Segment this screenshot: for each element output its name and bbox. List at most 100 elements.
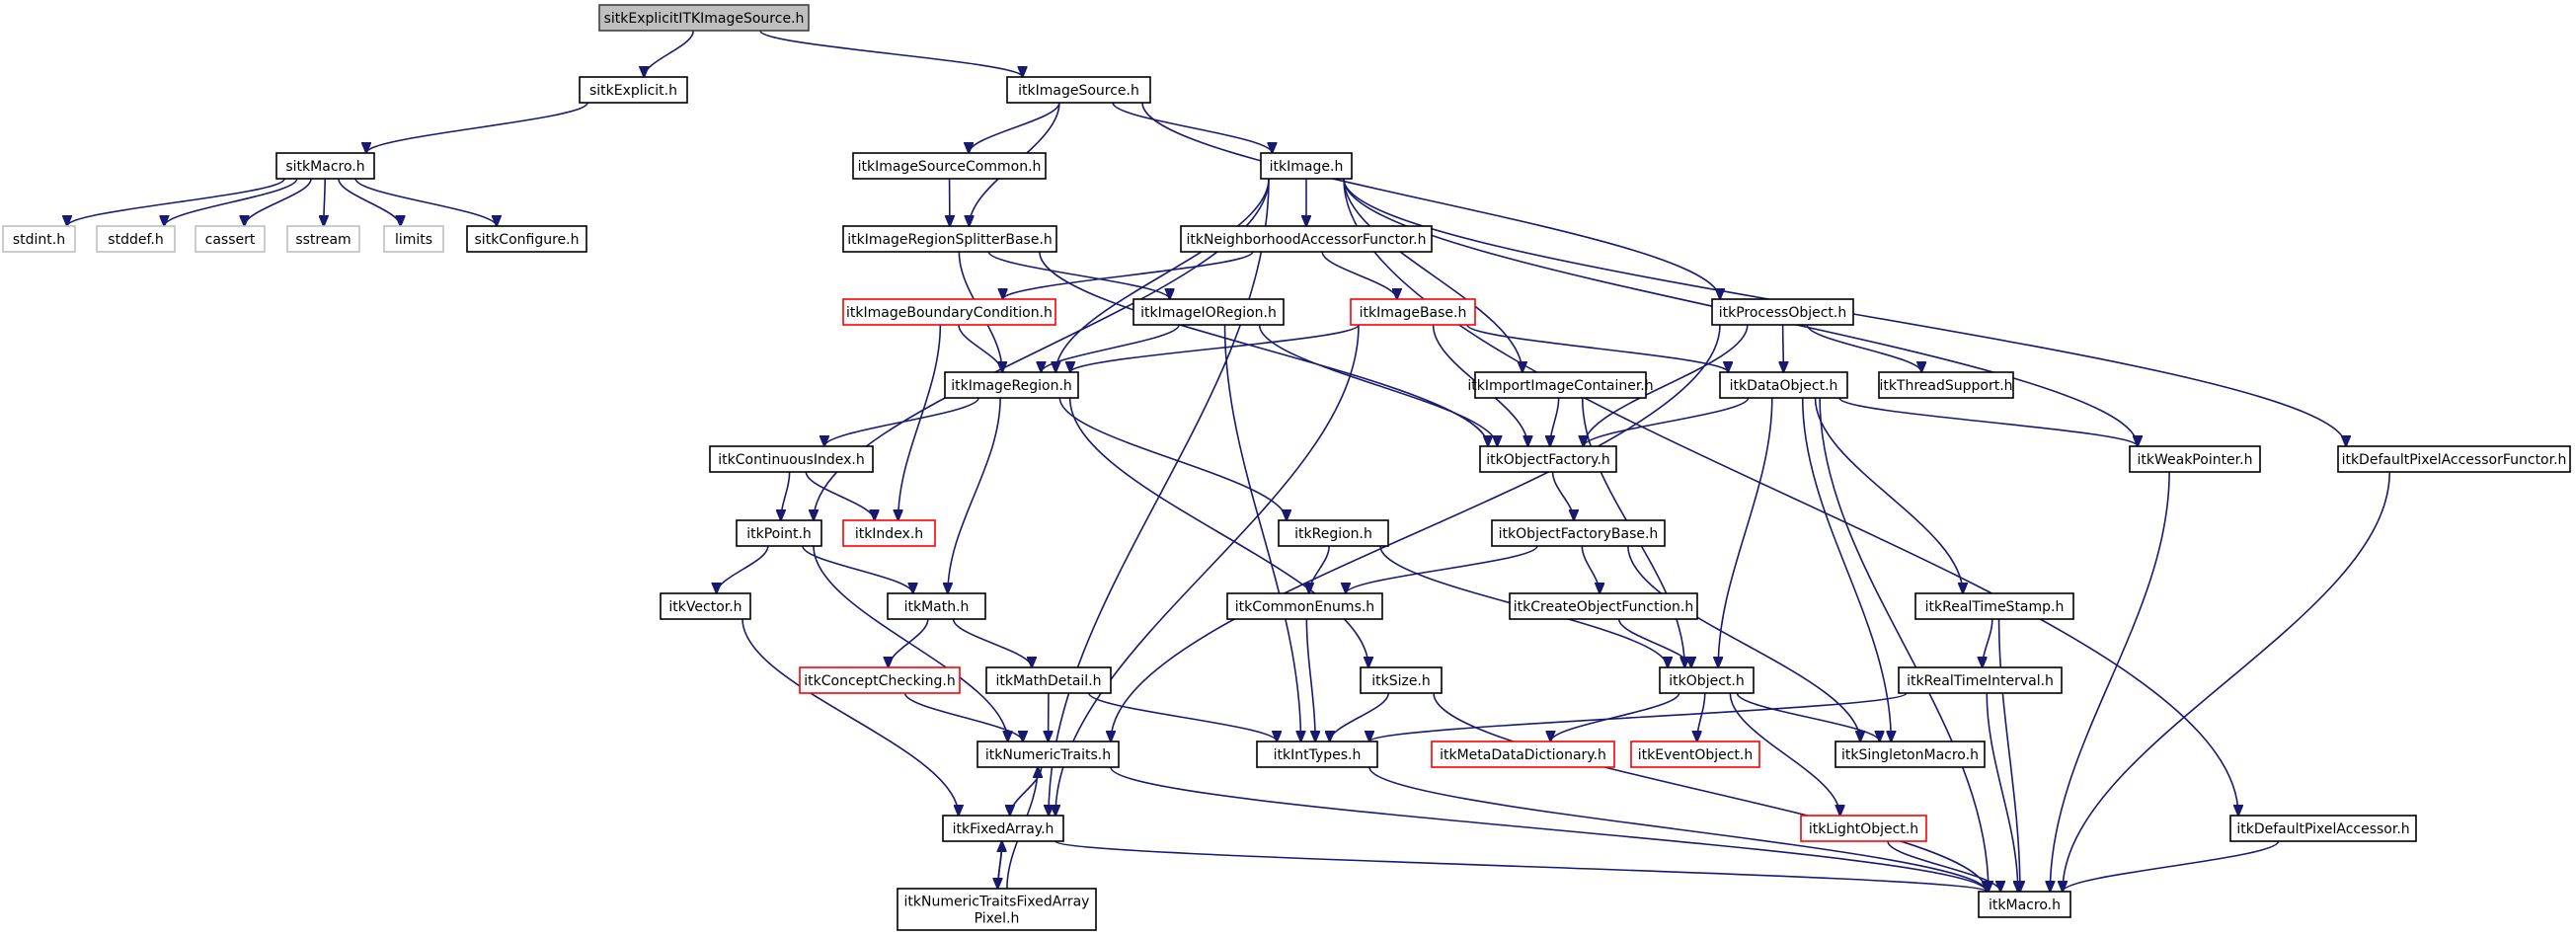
node-itk-numeric-traits[interactable]: itkNumericTraits.h bbox=[976, 741, 1120, 768]
edge-itk-real-time-interval-to-itk-int-types bbox=[1369, 692, 1908, 741]
edge-itk-image-to-itk-image-region bbox=[1055, 178, 1270, 372]
node-itk-image-region-splitter-base[interactable]: itkImageRegionSplitterBase.h bbox=[842, 225, 1057, 253]
node-itk-real-time-stamp[interactable]: itkRealTimeStamp.h bbox=[1914, 592, 2074, 620]
node-itk-vector[interactable]: itkVector.h bbox=[660, 592, 751, 620]
node-label: itkMetaDataDictionary.h bbox=[1440, 747, 1606, 763]
node-itk-event-object[interactable]: itkEventObject.h bbox=[1630, 741, 1760, 768]
edge-itk-fixed-array-to-itk-macro bbox=[1054, 840, 1987, 892]
node-itk-image-region[interactable]: itkImageRegion.h bbox=[944, 371, 1079, 399]
node-itk-object-factory[interactable]: itkObjectFactory.h bbox=[1479, 445, 1617, 473]
edge-itk-continuous-index-to-itk-index bbox=[805, 471, 874, 520]
edge-itk-object-factory-base-to-itk-singleton-macro bbox=[1627, 545, 1860, 741]
node-label: itkRegion.h bbox=[1294, 526, 1372, 542]
node-box bbox=[286, 225, 360, 253]
edge-itk-int-types-to-itk-macro bbox=[1368, 766, 1987, 892]
node-box bbox=[598, 4, 810, 32]
node-itk-light-object[interactable]: itkLightObject.h bbox=[1800, 815, 1927, 842]
node-label: sstream bbox=[295, 232, 351, 248]
node-itk-math-detail[interactable]: itkMathDetail.h bbox=[985, 666, 1112, 694]
node-label: itkCreateObjectFunction.h bbox=[1514, 599, 1693, 615]
node-itk-region[interactable]: itkRegion.h bbox=[1278, 519, 1389, 547]
node-itk-default-pixel-accessor[interactable]: itkDefaultPixelAccessor.h bbox=[2229, 815, 2417, 842]
edge-itk-process-object-to-itk-numeric-traits bbox=[1111, 324, 1721, 741]
node-itk-image[interactable]: itkImage.h bbox=[1260, 152, 1353, 180]
node-itk-math[interactable]: itkMath.h bbox=[887, 592, 986, 620]
node-sitk-macro[interactable]: sitkMacro.h bbox=[275, 152, 375, 180]
node-box bbox=[897, 888, 1097, 931]
node-itk-object-factory-base[interactable]: itkObjectFactoryBase.h bbox=[1491, 519, 1666, 547]
node-itk-process-object[interactable]: itkProcessObject.h bbox=[1711, 298, 1854, 326]
node-itk-concept-checking[interactable]: itkConceptChecking.h bbox=[799, 666, 961, 694]
node-itk-default-pixel-accessor-functor[interactable]: itkDefaultPixelAccessorFunctor.h bbox=[2337, 445, 2571, 473]
node-itk-weak-pointer[interactable]: itkWeakPointer.h bbox=[2129, 445, 2261, 473]
node-itk-size[interactable]: itkSize.h bbox=[1360, 666, 1443, 694]
node-box bbox=[1360, 666, 1443, 694]
node-stdint[interactable]: stdint.h bbox=[2, 225, 76, 253]
node-sstream[interactable]: sstream bbox=[286, 225, 360, 253]
node-cassert[interactable]: cassert bbox=[195, 225, 266, 253]
node-itk-image-boundary-condition[interactable]: itkImageBoundaryCondition.h bbox=[842, 298, 1056, 326]
edge-itk-real-time-stamp-to-itk-real-time-interval bbox=[1983, 618, 1993, 667]
edge-itk-object-to-itk-event-object bbox=[1697, 692, 1706, 741]
node-label: itkContinuousIndex.h bbox=[718, 452, 864, 468]
node-itk-index[interactable]: itkIndex.h bbox=[842, 519, 936, 547]
node-sitk-explicit[interactable]: sitkExplicit.h bbox=[579, 76, 688, 104]
node-box bbox=[1180, 225, 1433, 253]
node-label: sitkMacro.h bbox=[285, 159, 364, 175]
node-itk-common-enums[interactable]: itkCommonEnums.h bbox=[1226, 592, 1383, 620]
edge-itk-image-boundary-condition-to-itk-index bbox=[898, 324, 942, 520]
node-box bbox=[579, 76, 688, 104]
node-label: itkObjectFactory.h bbox=[1486, 452, 1610, 468]
node-itk-real-time-interval[interactable]: itkRealTimeInterval.h bbox=[1898, 666, 2063, 694]
edge-itk-object-factory-base-to-itk-common-enums bbox=[1346, 545, 1538, 593]
edge-itk-process-object-to-itk-thread-support bbox=[1806, 324, 1921, 372]
node-box bbox=[1226, 592, 1383, 620]
node-box bbox=[1132, 298, 1285, 326]
node-label: stdint.h bbox=[13, 232, 65, 248]
node-itk-import-image-container[interactable]: itkImportImageContainer.h bbox=[1467, 371, 1654, 399]
node-label: itkDefaultPixelAccessor.h bbox=[2236, 821, 2409, 837]
node-itk-image-ioregion[interactable]: itkImageIORegion.h bbox=[1132, 298, 1285, 326]
node-label: itkNumericTraitsFixedArray bbox=[904, 895, 1090, 910]
edge-itk-concept-checking-to-itk-numeric-traits bbox=[903, 692, 1023, 741]
node-itk-int-types[interactable]: itkIntTypes.h bbox=[1256, 741, 1378, 768]
node-label: stddef.h bbox=[108, 232, 163, 248]
node-label: itkImportImageContainer.h bbox=[1467, 378, 1653, 394]
edge-itk-point-to-itk-math bbox=[802, 545, 913, 593]
node-itk-thread-support[interactable]: itkThreadSupport.h bbox=[1878, 371, 2014, 399]
edge-itk-image-region-to-itk-math bbox=[948, 397, 1001, 593]
node-itk-fixed-array[interactable]: itkFixedArray.h bbox=[942, 815, 1064, 842]
edge-itk-object-factory-to-itk-object-factory-base bbox=[1551, 471, 1574, 520]
node-sitk-configure[interactable]: sitkConfigure.h bbox=[466, 225, 587, 253]
node-itk-image-base[interactable]: itkImageBase.h bbox=[1350, 298, 1476, 326]
node-itk-create-object-function[interactable]: itkCreateObjectFunction.h bbox=[1509, 592, 1698, 620]
node-itk-point[interactable]: itkPoint.h bbox=[736, 519, 822, 547]
node-itk-neighborhood-accessor-functor[interactable]: itkNeighborhoodAccessorFunctor.h bbox=[1180, 225, 1433, 253]
node-itk-macro[interactable]: itkMacro.h bbox=[1978, 891, 2071, 918]
edge-itk-image-to-itk-import-image-container bbox=[1343, 178, 1522, 372]
node-box bbox=[1006, 76, 1151, 104]
node-itk-data-object[interactable]: itkDataObject.h bbox=[1719, 371, 1848, 399]
node-label: limits bbox=[395, 232, 432, 248]
node-stddef[interactable]: stddef.h bbox=[96, 225, 176, 253]
node-box bbox=[1898, 666, 2063, 694]
edge-itk-data-object-to-itk-macro bbox=[1819, 397, 1989, 892]
node-label: itkPoint.h bbox=[746, 526, 812, 542]
edge-sitk-macro-to-cassert bbox=[244, 178, 312, 226]
node-label: itkEventObject.h bbox=[1638, 747, 1754, 763]
node-itk-meta-data-dictionary[interactable]: itkMetaDataDictionary.h bbox=[1431, 741, 1615, 768]
node-itk-continuous-index[interactable]: itkContinuousIndex.h bbox=[709, 445, 874, 473]
node-itk-singleton-macro[interactable]: itkSingletonMacro.h bbox=[1834, 741, 1986, 768]
node-limits[interactable]: limits bbox=[383, 225, 444, 253]
edge-itk-light-object-to-itk-macro bbox=[1887, 840, 2000, 892]
node-label: itkSingletonMacro.h bbox=[1841, 747, 1979, 763]
node-itk-image-source-common[interactable]: itkImageSourceCommon.h bbox=[852, 152, 1047, 180]
node-itk-image-source[interactable]: itkImageSource.h bbox=[1006, 76, 1151, 104]
edge-itk-image-ioregion-to-itk-object-factory bbox=[1258, 324, 1498, 446]
node-itk-object[interactable]: itkObject.h bbox=[1659, 666, 1755, 694]
node-sitk-explicit-itkimage-source[interactable]: sitkExplicitITKImageSource.h bbox=[598, 4, 810, 32]
node-box bbox=[1278, 519, 1389, 547]
node-box bbox=[736, 519, 822, 547]
